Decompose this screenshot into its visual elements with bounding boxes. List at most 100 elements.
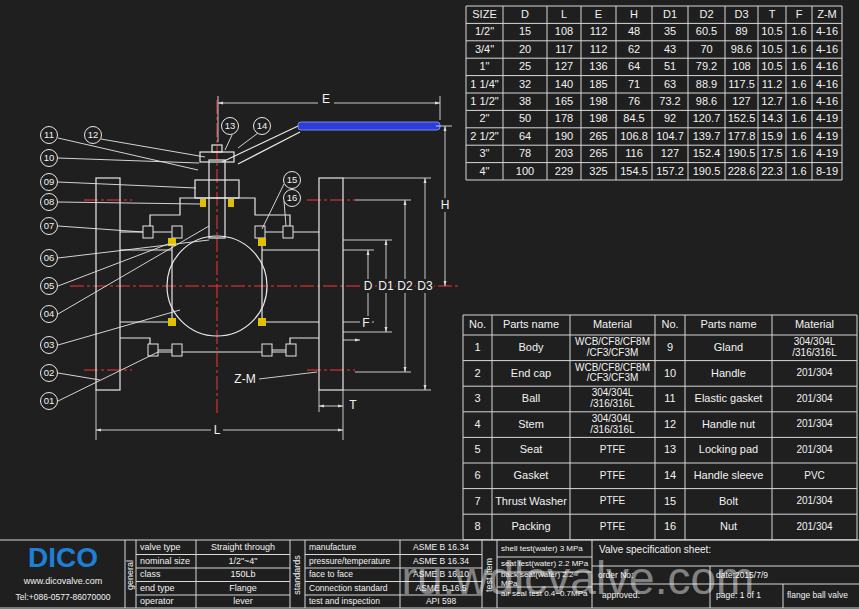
callout-number: 13 [225, 121, 236, 131]
dimension-table-cell: 25 [504, 59, 546, 75]
dimension-label: F [360, 316, 372, 330]
table-rule [688, 6, 689, 180]
title-rule [783, 584, 784, 608]
dimension-label: D [361, 279, 375, 293]
parts-table-cell: PTFE [571, 464, 654, 489]
parts-table-cell: 201/304 [773, 438, 856, 463]
parts-table-cell: End cap [493, 361, 569, 386]
dimension-table-cell: 63 [653, 76, 687, 92]
parts-table-cell: 3 [464, 387, 491, 412]
dimension-table-cell: 2" [467, 111, 502, 127]
parts-table-cell: PTFE [571, 489, 654, 514]
callout-circle: 11 [40, 126, 58, 144]
spec-key: pressure/temperature [307, 555, 399, 569]
dimension-table-cell: 127 [726, 94, 757, 110]
table-rule [463, 463, 857, 464]
parts-table-cell: 201/304 [773, 489, 856, 514]
contact-text: www.dicovalve.com [4, 576, 122, 588]
dimension-table-cell: 20 [504, 41, 546, 57]
dimension-table-cell: 73.2 [653, 94, 687, 110]
callout-circle: 10 [40, 149, 58, 167]
parts-table-cell: No. [464, 316, 491, 335]
dimension-table-cell: 104.7 [653, 128, 687, 144]
dimension-table-cell: 70 [689, 41, 724, 57]
parts-table-cell: 7 [464, 489, 491, 514]
dimension-table-cell: 71 [617, 76, 651, 92]
dimension-table-cell: E [582, 7, 615, 23]
parts-table-cell: 304/304L /316/316L [773, 336, 856, 361]
dimension-table-cell: D1 [653, 7, 687, 23]
dimension-table-cell: 140 [548, 76, 580, 92]
section-heading: standards [292, 541, 304, 609]
parts-table-cell: Ball [493, 387, 569, 412]
seats [168, 199, 266, 326]
parts-table-cell: 201/304 [773, 387, 856, 412]
table-rule [463, 437, 857, 438]
callout-number: 01 [44, 396, 55, 406]
dimension-table-cell: 84.5 [617, 111, 651, 127]
table-rule [463, 360, 857, 361]
dimension-table-cell: 8-19 [813, 163, 841, 179]
parts-table-cell: Material [773, 316, 856, 335]
dimension-table-cell: 165 [548, 94, 580, 110]
dimension-table-cell: 203 [548, 146, 580, 162]
callout-number: 08 [44, 197, 55, 207]
table-rule [547, 6, 548, 180]
dimension-table-cell: H [617, 7, 651, 23]
dimension-table-cell: 22.3 [759, 163, 785, 179]
parts-table-cell: WCB/CF8/CF8M /CF3/CF3M [571, 336, 654, 361]
callout-circle: 16 [283, 189, 301, 207]
dimension-table-cell: 1.6 [787, 146, 811, 162]
dimension-table-cell: 1/2" [467, 24, 502, 40]
dimension-table-cell: 127 [548, 59, 580, 75]
dimension-table-cell: 78 [504, 146, 546, 162]
parts-table-cell: Gland [686, 336, 771, 361]
title-rule [136, 568, 290, 569]
parts-table-cell: 15 [656, 489, 684, 514]
spec-key: operator [138, 595, 195, 609]
callout-number: 10 [44, 153, 55, 163]
title-rule [0, 608, 859, 609]
leader-lines [58, 133, 286, 401]
dimension-table-cell: 178 [548, 111, 580, 127]
dimension-table-cell: 92 [653, 111, 687, 127]
dimension-table-cell: 76 [617, 94, 651, 110]
parts-table-cell: 9 [656, 336, 684, 361]
dimension-label: T [347, 398, 359, 412]
dimension-table-cell: 10.5 [759, 24, 785, 40]
dimension-table-cell: 120.7 [689, 111, 724, 127]
dimension-table-cell: 11.2 [759, 76, 785, 92]
dimension-table-cell: 2 1/2" [467, 128, 502, 144]
dimension-table-cell: 48 [617, 24, 651, 40]
spec-value: Straight through [197, 541, 289, 555]
table-rule [463, 315, 464, 540]
table-rule [466, 6, 467, 180]
callout-circle: 02 [40, 364, 58, 382]
dimension-table-cell: SIZE [467, 7, 502, 23]
dimension-table-cell: T [759, 7, 785, 23]
callout-circle: 05 [40, 277, 58, 295]
table-rule [503, 6, 504, 180]
table-rule [725, 6, 726, 180]
dimension-table-cell: 98.6 [689, 94, 724, 110]
dimension-table-cell: 60.5 [689, 24, 724, 40]
table-rule [463, 335, 857, 336]
callout-number: 09 [44, 177, 55, 187]
title-rule [290, 540, 291, 608]
parts-table-cell: 12 [656, 412, 684, 437]
dimension-table-cell: 4-19 [813, 111, 841, 127]
dimension-table-cell: 1.6 [787, 76, 811, 92]
spec-value: 1/2"~4" [197, 555, 289, 569]
parts-table-cell: WCB/CF8/CF8M /CF3/CF3M [571, 361, 654, 386]
dimension-table-cell: 157.2 [653, 163, 687, 179]
parts-table-cell: Nut [686, 515, 771, 540]
parts-table-cell: No. [656, 316, 684, 335]
parts-table-cell: Locking pad [686, 438, 771, 463]
dimension-table-cell: 4-19 [813, 128, 841, 144]
dimension-table-cell: 185 [582, 76, 615, 92]
centerlines [70, 100, 460, 415]
callout-circle: 08 [40, 193, 58, 211]
dimension-table-cell: 152.5 [726, 111, 757, 127]
dimension-table-cell: 325 [582, 163, 615, 179]
table-rule [463, 411, 857, 412]
